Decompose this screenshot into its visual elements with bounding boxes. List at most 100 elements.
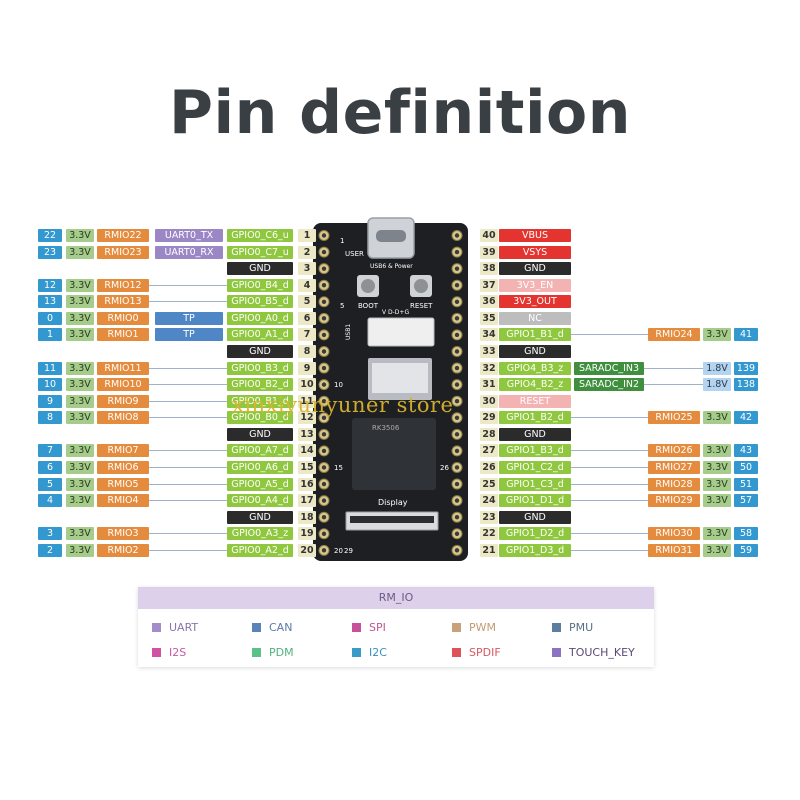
gpio-label: GPIO1_D1_d <box>499 494 571 507</box>
pin-number: 7 <box>298 328 316 341</box>
voltage-badge: 3.3V <box>66 478 94 491</box>
voltage-badge: 3.3V <box>66 494 94 507</box>
pin-number: 23 <box>480 511 498 524</box>
usb1-label: USB1 <box>345 324 352 340</box>
board-pad-hole <box>321 266 327 271</box>
gpio-label: GPIO0_A1_d <box>227 328 293 341</box>
rmio-number-badge: 6 <box>38 461 62 474</box>
gpio-label: GPIO1_C2_d <box>499 461 571 474</box>
pin-number: 2 <box>298 246 316 259</box>
connector-line <box>571 467 648 468</box>
board-pad-hole <box>321 233 327 238</box>
rmio-label: RMIO1 <box>97 328 149 341</box>
pin-number: 13 <box>298 428 316 441</box>
board-pad-hole <box>454 382 460 387</box>
board-pad-hole <box>454 283 460 288</box>
board-pad-hole <box>321 332 327 338</box>
pin-number: 40 <box>480 229 498 242</box>
legend-swatch <box>152 623 161 632</box>
gnd-label: GND <box>227 345 293 358</box>
legend-item: PDM <box>252 646 294 660</box>
gpio-label: GPIO4_B3_z <box>499 362 571 375</box>
reset-label: RESET <box>410 302 433 310</box>
pin-number: 35 <box>480 312 498 325</box>
board-pad-hole <box>454 448 460 454</box>
vdg-label: V D-D+G <box>382 309 409 316</box>
rmio-number-badge: 22 <box>38 229 62 242</box>
connector-line <box>571 500 648 501</box>
board-pad-hole <box>454 432 460 437</box>
connector-line <box>149 417 227 418</box>
board-pad-hole <box>321 548 327 553</box>
gnd-label: GND <box>227 262 293 275</box>
board-pad-hole <box>454 249 460 255</box>
pin-number: 28 <box>480 428 498 441</box>
connector-line <box>149 285 227 286</box>
board-pad-hole <box>321 283 327 288</box>
pin-number: 20 <box>298 544 316 557</box>
gpio-label: GPIO0_B3_d <box>227 362 293 375</box>
legend-item: PMU <box>552 621 593 635</box>
gpio-label: GPIO4_B2_z <box>499 378 571 391</box>
uart-function-label: UART0_RX <box>155 246 223 259</box>
legend-swatch <box>352 648 361 657</box>
legend-label: SPI <box>369 621 386 634</box>
legend-item: TOUCH_KEY <box>552 646 635 660</box>
rmio-label: RMIO6 <box>97 461 149 474</box>
gnd-label: GND <box>227 428 293 441</box>
user-label: USER <box>345 250 364 258</box>
board-pad-hole <box>454 415 460 420</box>
rmio-label: RMIO10 <box>97 378 149 391</box>
rmio-label: RMIO30 <box>648 527 700 540</box>
voltage-badge: 1.8V <box>703 362 731 375</box>
gpio-label: GPIO0_C6_u <box>227 229 293 242</box>
rmio-number-badge: 8 <box>38 411 62 424</box>
board-pad-hole <box>321 465 327 470</box>
board-pad-hole <box>454 531 460 536</box>
watermark-text: xinxiyunyuner store <box>232 393 454 417</box>
gpio-label: GPIO0_A7_d <box>227 444 293 457</box>
tp-function-label: TP <box>155 328 223 341</box>
connector-line <box>149 450 227 451</box>
rmio-label: RMIO4 <box>97 494 149 507</box>
voltage-badge: 3.3V <box>703 328 731 341</box>
board-pad-hole <box>454 399 460 404</box>
gnd-label: GND <box>499 345 571 358</box>
rmio-number-badge: 4 <box>38 494 62 507</box>
voltage-badge: 3.3V <box>66 461 94 474</box>
connector-line <box>149 500 227 501</box>
pin-number: 33 <box>480 345 498 358</box>
gnd-label: GND <box>499 262 571 275</box>
voltage-badge: 3.3V <box>66 312 94 325</box>
connector-line <box>149 368 227 369</box>
voltage-badge: 3.3V <box>66 295 94 308</box>
rmio-number-badge: 43 <box>734 444 758 457</box>
rmio-number-badge: 58 <box>734 527 758 540</box>
pin-number: 37 <box>480 279 498 292</box>
legend-swatch <box>552 623 561 632</box>
board-pad-hole <box>454 498 460 503</box>
voltage-badge: 3.3V <box>703 478 731 491</box>
corner-1: 1 <box>340 237 344 245</box>
power-label: RESET <box>499 395 571 408</box>
rmio-number-badge: 57 <box>734 494 758 507</box>
voltage-badge: 3.3V <box>703 444 731 457</box>
rmio-number-badge: 23 <box>38 246 62 259</box>
board-pad-hole <box>454 365 460 371</box>
connector-line <box>149 467 227 468</box>
board-pad-hole <box>454 465 460 470</box>
corner-29: 29 <box>344 547 353 555</box>
connector-line <box>149 550 227 551</box>
gpio-label: GPIO0_A0_d <box>227 312 293 325</box>
chip-text: RK3506 <box>372 424 400 432</box>
rmio-number-badge: 3 <box>38 527 62 540</box>
rmio-number-badge: 13 <box>38 295 62 308</box>
legend-label: PMU <box>569 621 594 634</box>
legend-label: PWM <box>469 621 497 634</box>
board-pad-hole <box>454 332 460 338</box>
legend-swatch <box>352 623 361 632</box>
rmio-label: RMIO27 <box>648 461 700 474</box>
legend-label: SPDIF <box>469 646 501 659</box>
rmio-label: RMIO31 <box>648 544 700 557</box>
rmio-label: RMIO25 <box>648 411 700 424</box>
